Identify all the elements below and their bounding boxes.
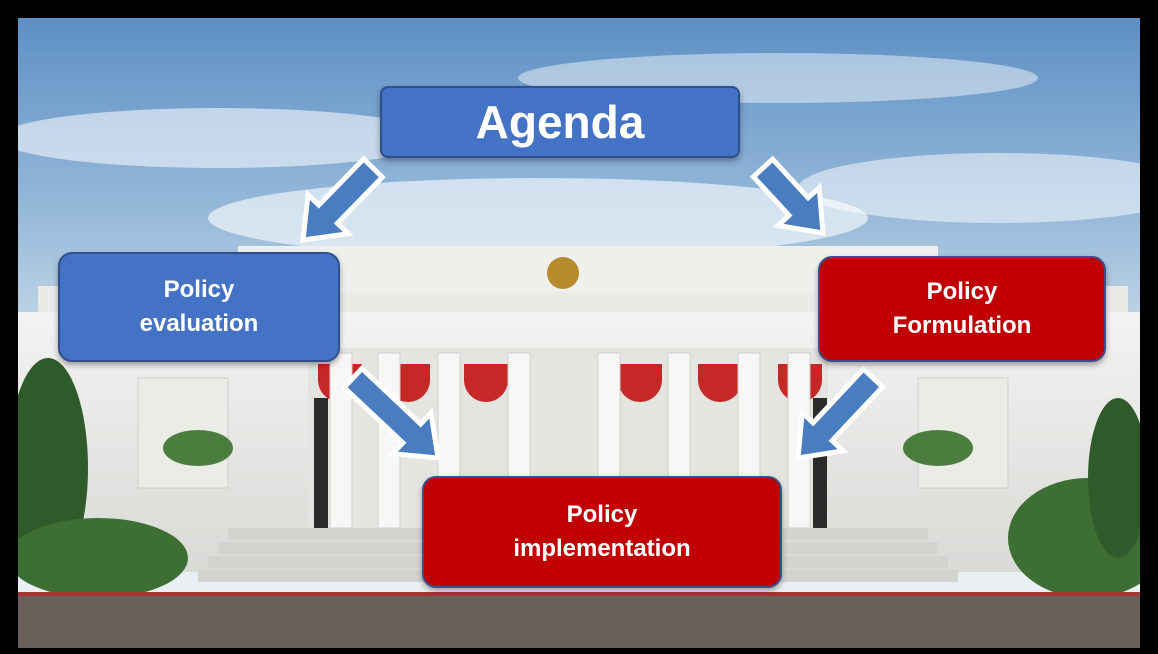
- arrow-evaluation-to-implementation: [340, 364, 441, 461]
- agenda-label: Agenda: [475, 96, 645, 148]
- arrow-formulation-to-implementation: [795, 365, 887, 461]
- arrow-layer: [300, 155, 887, 461]
- policy-evaluation-box: Policy evaluation: [58, 252, 340, 362]
- policy-implementation-label: Policy implementation: [513, 501, 691, 562]
- policy-implementation-box: Policy implementation: [422, 476, 782, 588]
- arrow-agenda-to-evaluation: [300, 155, 386, 243]
- palace-background: Agenda Policy evaluation Policy Formulat…: [18, 18, 1140, 648]
- policy-evaluation-label: Policy evaluation: [139, 276, 259, 337]
- policy-formulation-box: Policy Formulation: [818, 256, 1106, 362]
- arrow-agenda-to-formulation: [749, 155, 826, 236]
- policy-formulation-label: Policy Formulation: [892, 278, 1032, 339]
- agenda-box: Agenda: [380, 86, 740, 158]
